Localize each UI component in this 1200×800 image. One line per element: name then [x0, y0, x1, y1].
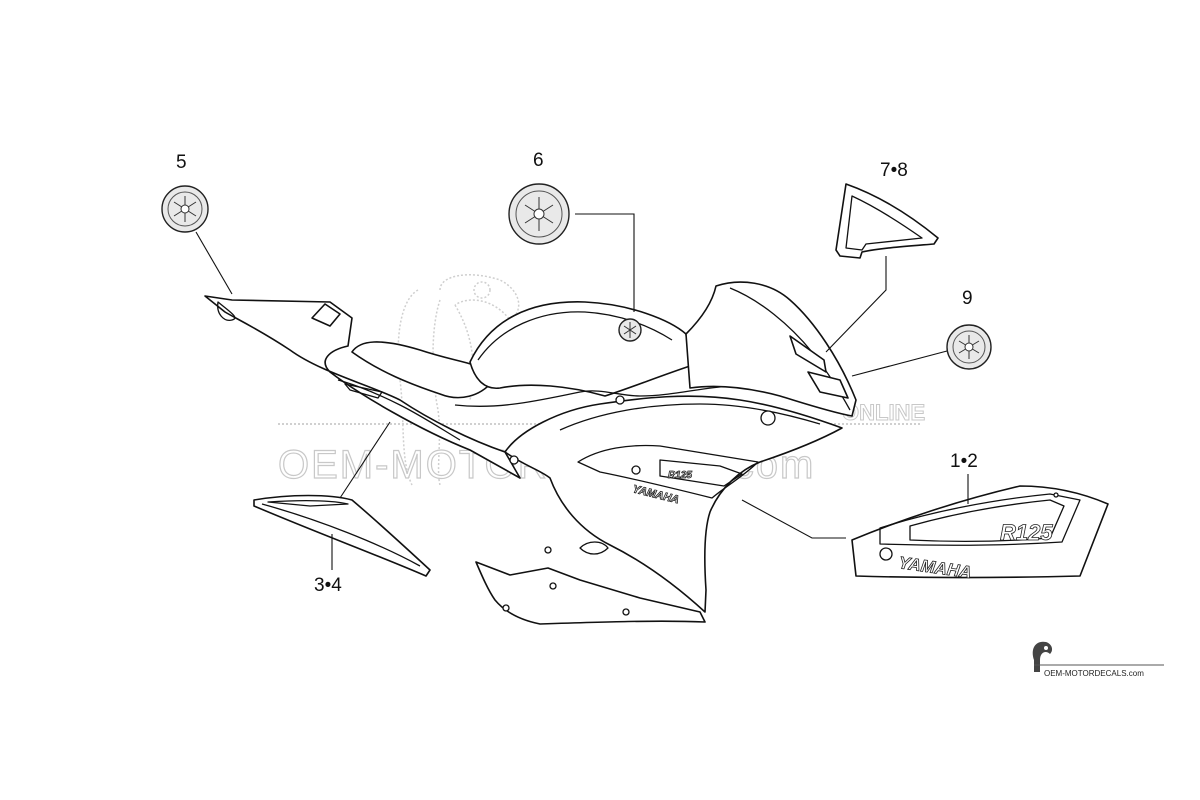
fairing-hole-1: [631, 465, 641, 475]
parrot-logo-icon: [1032, 641, 1053, 672]
frame-line: [454, 385, 731, 407]
fairing-decal-outer: [851, 485, 1109, 579]
fairing-decal-hole: [879, 547, 893, 561]
part-7-8-decal: [835, 183, 939, 259]
tail-decal-stripe: [267, 500, 349, 507]
fairing-hole-3: [615, 395, 625, 405]
belly-hole-1: [549, 582, 557, 590]
tuning-fork-icon: [958, 335, 980, 359]
emblem-5-inner-ring: [167, 191, 203, 227]
part-5-emblem: [161, 185, 209, 233]
side-fairing-upper-trim: [559, 403, 821, 431]
seat-hump: [311, 303, 341, 327]
tail-decal-edge: [261, 503, 421, 567]
callout-3-4: 3•4: [314, 575, 342, 596]
headlight-upper: [789, 335, 827, 373]
fairing-hole-2: [760, 410, 776, 426]
leader-1-2: [741, 499, 846, 539]
tail-decal-outer: [253, 494, 431, 577]
tank-emblem: [618, 318, 642, 342]
front-fairing-nose: [685, 281, 857, 417]
callout-6: 6: [533, 150, 544, 171]
belly-pan: [475, 561, 706, 625]
side-fairing: [504, 395, 843, 613]
leader-7-8: [825, 256, 887, 353]
tail-decal-inner: [344, 383, 383, 399]
part-9-emblem: [946, 324, 992, 370]
footer-logo: OEM-MOTORDECALS.com: [1032, 641, 1164, 678]
rear-cowl: [204, 295, 521, 479]
leader-9: [851, 350, 948, 377]
leader-3-4: [339, 421, 391, 499]
fairing-model-text: R125: [668, 470, 692, 481]
part-3-4-decal: [253, 494, 431, 577]
footer-site-text: OEM-MOTORDECALS.com: [1044, 669, 1144, 678]
belly-pan-cutout: [579, 541, 609, 555]
fairing-hole-4: [509, 455, 519, 465]
fuel-tank: [469, 301, 691, 397]
headlight-lower: [807, 371, 849, 399]
belly-hole-4: [544, 546, 552, 554]
fairing-decal-panel: [577, 444, 759, 499]
part-1-2-decal: R125 YAMAHA: [851, 485, 1109, 583]
fuel-tank-inner: [477, 311, 673, 361]
belly-hole-3: [622, 608, 630, 616]
watermark-logo-mark: [397, 274, 520, 486]
callout-7-8: 7•8: [880, 160, 908, 181]
part-6-emblem: [508, 183, 570, 245]
fairing-decal-window: [659, 459, 743, 487]
decal-model-text: R125: [1000, 520, 1053, 545]
rear-cowl-light: [217, 301, 236, 321]
motorcycle-body-outline: R125 YAMAHA: [204, 281, 857, 625]
watermark-small-text: ONLINE: [842, 400, 925, 425]
emblem-6-inner-ring: [515, 190, 563, 238]
visor-decal-outer: [835, 183, 939, 259]
callout-5: 5: [176, 152, 187, 173]
emblem-9-inner-ring: [952, 330, 986, 364]
tuning-fork-icon: [524, 197, 554, 231]
fairing-decal-pin: [1053, 492, 1059, 498]
belly-hole-2: [502, 604, 510, 612]
leader-5: [195, 231, 233, 295]
callout-9: 9: [962, 288, 973, 309]
fairing-decal-window-inner: [909, 499, 1065, 542]
fairing-decal-window-outer: [879, 493, 1081, 546]
leader-6: [575, 213, 635, 312]
callout-1-2: 1•2: [950, 451, 978, 472]
visor-decal-inner: [845, 195, 923, 251]
tuning-fork-icon: [173, 196, 197, 222]
